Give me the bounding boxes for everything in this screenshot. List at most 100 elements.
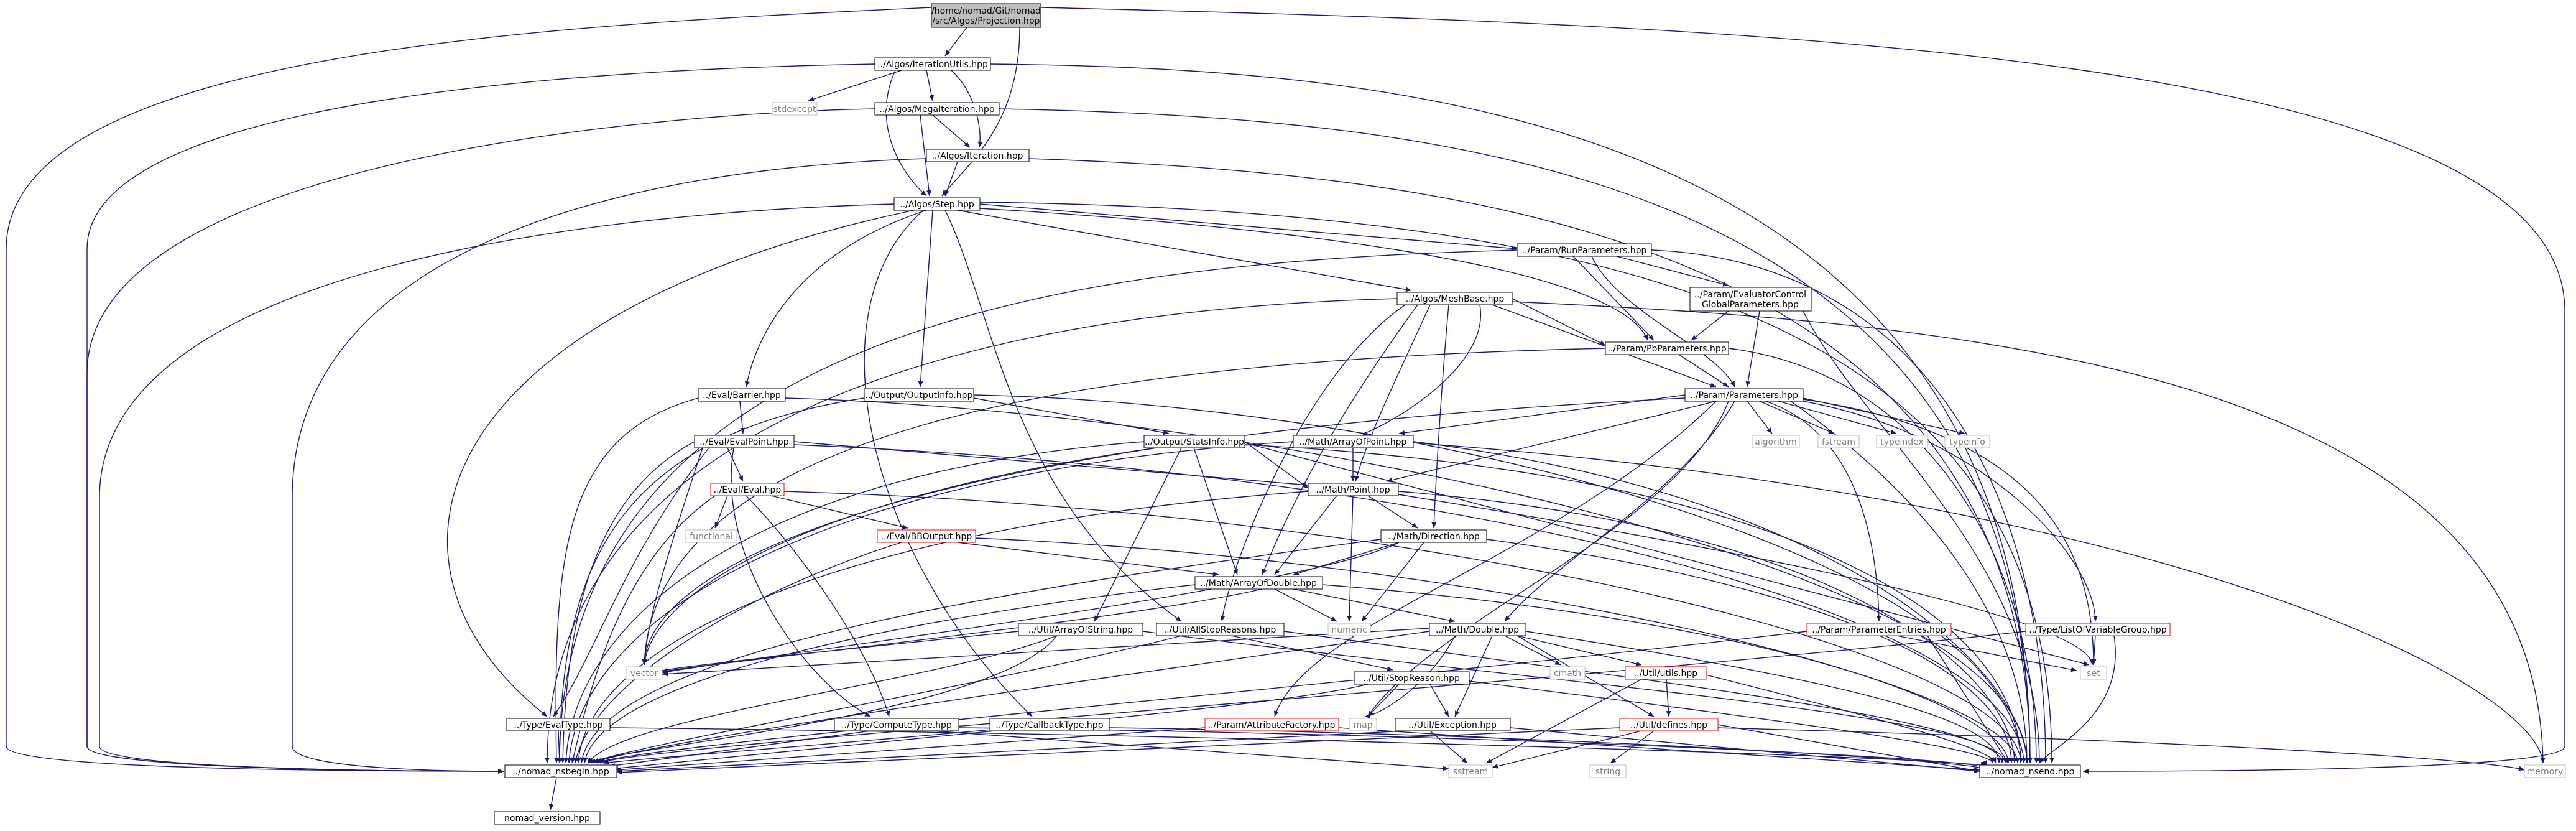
node-label: stdexcept <box>773 104 816 114</box>
dependency-edge <box>958 727 1986 768</box>
dependency-edge <box>1691 310 1729 341</box>
node-label: ../nomad_nsbegin.hpp <box>512 767 609 777</box>
dependency-edge <box>1492 304 1717 388</box>
dependency-edge <box>918 210 933 388</box>
node-barrier[interactable]: ../Eval/Barrier.hpp <box>698 388 786 402</box>
node-point[interactable]: ../Math/Point.hpp <box>1308 483 1399 496</box>
node-label: vector <box>630 669 658 679</box>
node-stopreason[interactable]: ../Util/StopReason.hpp <box>1354 671 1470 685</box>
dependency-edge <box>1398 394 1686 435</box>
node-megaiteration[interactable]: ../Algos/MegaIteration.hpp <box>874 102 1000 116</box>
node-fstream: fstream <box>1817 435 1860 448</box>
node-eval[interactable]: ../Eval/Eval.hpp <box>710 483 785 496</box>
node-arrayofdouble[interactable]: ../Math/ArrayOfDouble.hpp <box>1194 576 1323 590</box>
node-bboutput[interactable]: ../Eval/BBOutput.hpp <box>877 529 976 543</box>
dependency-edge <box>1486 539 2014 764</box>
node-arrayofstring[interactable]: ../Util/ArrayOfString.hpp <box>1018 623 1143 636</box>
dependency-edge <box>1274 495 1337 575</box>
dependency-edge <box>590 635 1182 764</box>
node-utils[interactable]: ../Util/utils.hpp <box>1625 666 1707 680</box>
node-label: ../Type/CallbackType.hpp <box>995 720 1103 730</box>
node-label: ../Util/utils.hpp <box>1634 669 1697 679</box>
dependency-edge <box>602 684 1369 764</box>
node-label: memory <box>2527 767 2564 777</box>
node-nsend[interactable]: ../nomad_nsend.hpp <box>1979 764 2081 778</box>
node-label: ../Math/Double.hpp <box>1436 625 1519 635</box>
node-projection-hpp[interactable]: /home/nomad/Git/nomad /src/Algos/Project… <box>931 3 1041 28</box>
node-pbparameters[interactable]: ../Param/PbParameters.hpp <box>1605 341 1729 355</box>
dependency-edge <box>746 495 890 717</box>
dependency-edge <box>1651 249 2048 764</box>
node-arrayofpoint[interactable]: ../Math/ArrayOfPoint.hpp <box>1293 435 1414 448</box>
dependency-edge <box>783 491 2023 764</box>
node-defines[interactable]: ../Util/defines.hpp <box>1619 718 1719 731</box>
node-statsinfo[interactable]: ../Output/StatsInfo.hpp <box>1143 435 1245 448</box>
dependency-edge <box>1492 730 1642 769</box>
dependency-edge <box>642 447 1157 666</box>
node-vector: vector <box>626 666 663 680</box>
node-label: ../Type/EvalType.hpp <box>514 720 602 730</box>
dependency-edge <box>662 588 1263 673</box>
node-evalpoint[interactable]: ../Eval/EvalPoint.hpp <box>694 435 795 448</box>
dependency-edge <box>793 444 2026 764</box>
node-label: ../Type/ComputeType.hpp <box>841 720 952 730</box>
node-double[interactable]: ../Math/Double.hpp <box>1429 623 1526 636</box>
node-parameters[interactable]: ../Param/Parameters.hpp <box>1684 388 1804 402</box>
dependency-edge <box>1610 730 1655 764</box>
dependency-edge <box>599 631 2026 764</box>
dependency-edge <box>548 777 557 810</box>
dependency-edge <box>1666 679 1671 717</box>
dependency-edge <box>944 27 967 57</box>
node-outputinfo[interactable]: ../Output/OutputInfo.hpp <box>864 388 974 402</box>
node-exception[interactable]: ../Util/Exception.hpp <box>1395 718 1511 731</box>
dependency-edge <box>1367 495 1418 529</box>
node-string: string <box>1589 764 1627 778</box>
node-label: GlobalParameters.hpp <box>1702 300 1799 310</box>
node-attributefactory[interactable]: ../Param/AttributeFactory.hpp <box>1204 718 1339 731</box>
node-parameterentries[interactable]: ../Param/ParameterEntries.hpp <box>1806 623 1952 636</box>
node-nsbegin[interactable]: ../nomad_nsbegin.hpp <box>504 764 617 778</box>
dependency-edge <box>662 628 1430 677</box>
node-label: ../Util/ArrayOfString.hpp <box>1028 625 1133 635</box>
node-callbacktype[interactable]: ../Type/CallbackType.hpp <box>989 718 1110 731</box>
dependency-edge <box>957 210 1412 292</box>
dependency-edge <box>560 441 695 764</box>
dependency-edge <box>1338 727 1980 773</box>
node-iterationutils[interactable]: ../Algos/IterationUtils.hpp <box>874 57 991 71</box>
node-allstopreasons[interactable]: ../Util/AllStopReasons.hpp <box>1156 623 1285 636</box>
dependency-edge <box>587 635 1058 764</box>
node-runparameters[interactable]: ../Param/RunParameters.hpp <box>1517 243 1652 257</box>
node-label: functional <box>690 532 733 542</box>
dependency-edge <box>979 208 1648 341</box>
node-computetype[interactable]: ../Type/ComputeType.hpp <box>834 718 959 731</box>
dependency-edge <box>1525 631 2001 764</box>
dependency-edge <box>612 730 995 771</box>
dependency-edge <box>596 631 1807 764</box>
dependency-edge <box>563 441 1145 764</box>
dependency-edge <box>808 70 902 102</box>
node-numeric: numeric <box>1327 623 1371 636</box>
node-direction[interactable]: ../Math/Direction.hpp <box>1380 529 1487 543</box>
node-evaluatorcontrol[interactable]: ../Param/EvaluatorControlGlobalParameter… <box>1689 287 1812 312</box>
dependency-edge <box>1274 588 1337 622</box>
node-label: ../Param/Parameters.hpp <box>1690 391 1798 401</box>
node-label: /home/nomad/Git/nomad <box>931 6 1041 16</box>
dependency-edge <box>1591 256 1735 388</box>
dependency-edge <box>885 70 927 197</box>
node-listofvariablegroup[interactable]: ../Type/ListOfVariableGroup.hpp <box>2025 623 2171 636</box>
dependency-edge <box>727 447 744 482</box>
node-label: ../Util/Exception.hpp <box>1408 720 1497 730</box>
node-label: ../Eval/Barrier.hpp <box>703 391 781 401</box>
node-stdexcept: stdexcept <box>772 102 818 116</box>
dependency-edge <box>609 727 1987 767</box>
node-meshbase[interactable]: ../Algos/MeshBase.hpp <box>1396 292 1513 305</box>
dependency-edge <box>556 730 562 764</box>
node-iteration[interactable]: ../Algos/Iteration.hpp <box>926 149 1030 162</box>
node-nomad-version[interactable]: nomad_version.hpp <box>494 811 601 825</box>
node-step[interactable]: ../Algos/Step.hpp <box>893 197 981 211</box>
dependency-edge <box>642 348 1606 666</box>
node-label: ../Type/ListOfVariableGroup.hpp <box>2029 625 2166 635</box>
dependency-edge <box>1927 635 2009 764</box>
node-evaltype[interactable]: ../Type/EvalType.hpp <box>506 718 611 731</box>
